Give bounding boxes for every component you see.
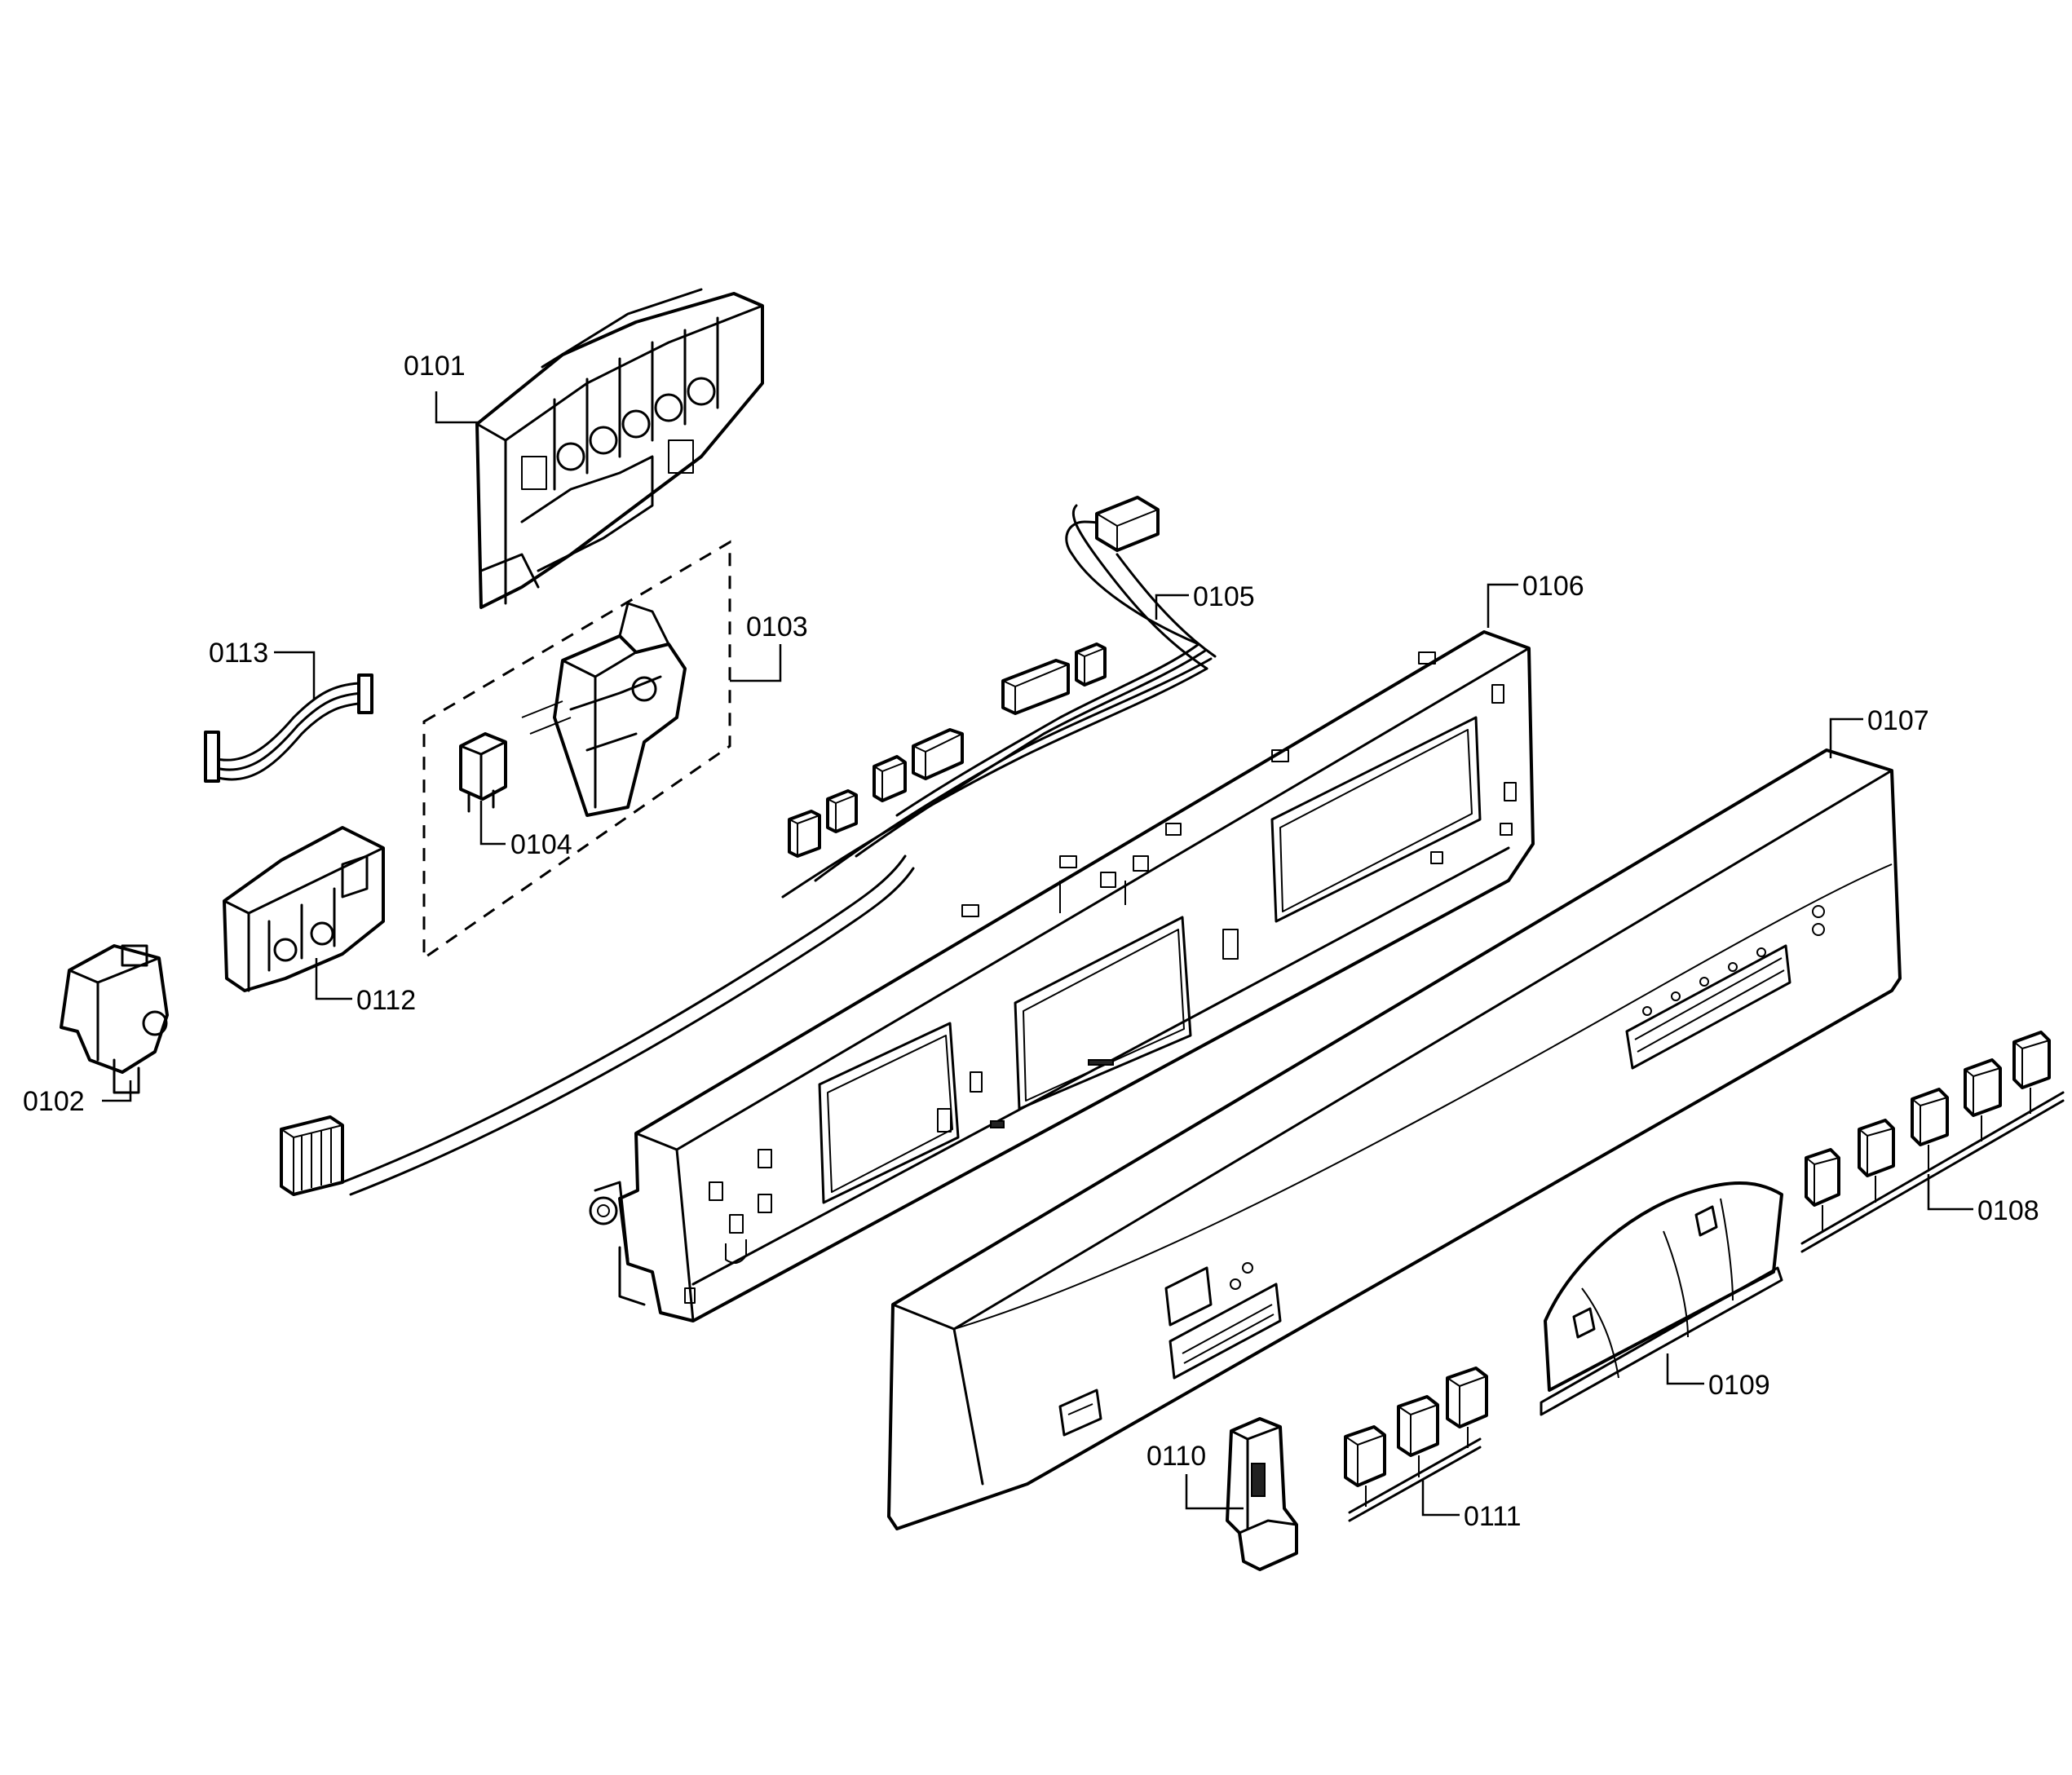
button-cap-1 (1805, 1148, 1840, 1231)
button-cap-7 (1397, 1395, 1439, 1477)
part-0107-front-fascia (887, 748, 1902, 1530)
part-0108-button-strip (1800, 1031, 2065, 1253)
leader-0111 (1421, 1480, 1460, 1517)
part-0106-inner-panel (589, 630, 1535, 1322)
part-0103-bracket-assembly (521, 602, 687, 817)
leader-0110 (1185, 1474, 1244, 1510)
callout-0113: 0113 (209, 638, 268, 669)
button-cap-4 (1964, 1058, 2002, 1141)
part-0104-relay (459, 732, 507, 813)
part-0105-wire-harness (280, 496, 1217, 1196)
harness-connector-1 (788, 810, 821, 858)
leader-0108 (1927, 1174, 1973, 1211)
leader-0104 (479, 801, 506, 846)
callout-0107: 0107 (1867, 705, 1929, 736)
callout-0103: 0103 (746, 612, 808, 642)
callout-0108: 0108 (1977, 1195, 2039, 1226)
leader-0103 (730, 644, 782, 682)
leader-0105 (1155, 594, 1189, 620)
part-0112-secondary-module (223, 826, 385, 992)
leader-0106 (1487, 583, 1518, 628)
button-cap-8 (1446, 1367, 1488, 1448)
harness-connector-3 (873, 755, 907, 802)
part-0109-curved-trim (1540, 1181, 1783, 1416)
callout-0104: 0104 (510, 829, 572, 860)
callout-0111: 0111 (1464, 1501, 1522, 1532)
leader-0101 (435, 391, 479, 424)
button-cap-2 (1858, 1119, 1895, 1203)
button-cap-3 (1911, 1088, 1949, 1172)
leader-0113 (274, 651, 316, 700)
part-0101-control-module (475, 288, 764, 609)
harness-connector-2 (826, 789, 858, 833)
leader-0109 (1666, 1353, 1704, 1385)
callout-0110: 0110 (1146, 1441, 1206, 1472)
part-0110-clip (1226, 1417, 1298, 1571)
part-0111-button-strip (1344, 1367, 1488, 1522)
callout-0112: 0112 (356, 985, 416, 1016)
callout-0101: 0101 (404, 351, 466, 382)
leader-0107 (1829, 718, 1863, 758)
harness-connector-5 (1001, 659, 1070, 715)
callout-0102: 0102 (23, 1086, 85, 1117)
group-frame-0103 (422, 540, 731, 960)
button-cap-5 (2012, 1031, 2051, 1114)
harness-connector-6 (1075, 642, 1107, 687)
part-0113-ribbon-cable (204, 673, 373, 783)
callout-0109: 0109 (1708, 1370, 1770, 1401)
callout-0105: 0105 (1193, 581, 1255, 612)
callout-0106: 0106 (1522, 571, 1584, 602)
part-0102-door-switch (60, 944, 169, 1094)
leader-0102 (102, 1080, 132, 1102)
harness-connector-4 (912, 728, 964, 780)
button-cap-6 (1344, 1425, 1386, 1507)
leader-0112 (315, 958, 352, 1000)
